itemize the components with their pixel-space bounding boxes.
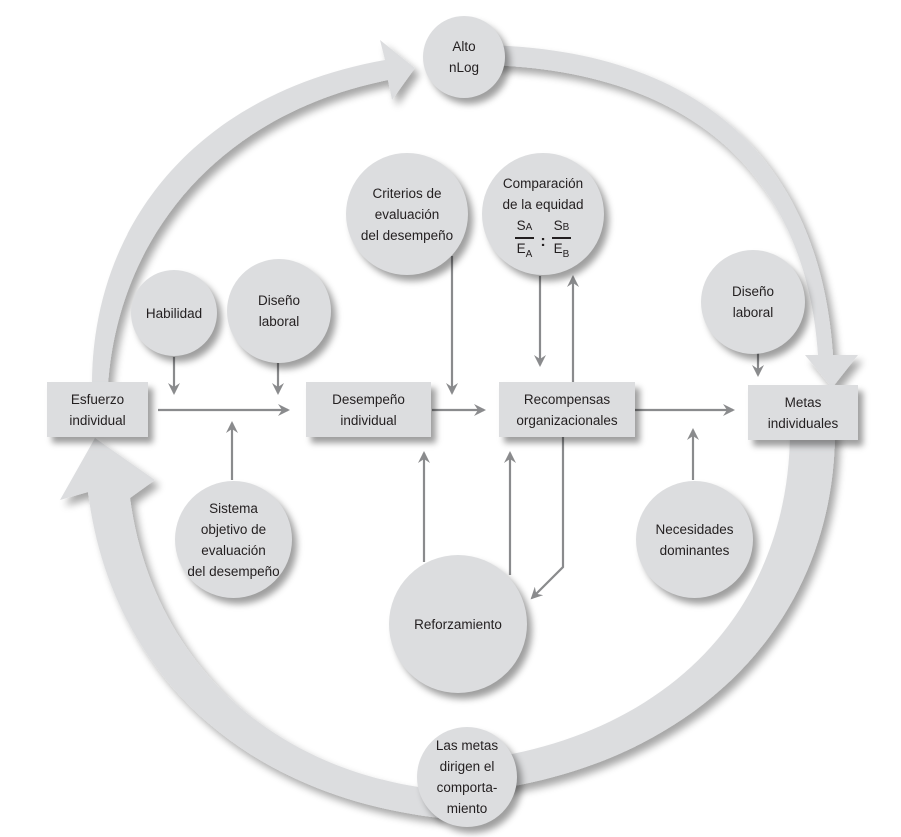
ratio-inputs-b: E	[553, 241, 563, 256]
equity-ratio: SA EA : SB EB	[514, 217, 572, 265]
node-label-line: individual	[69, 412, 126, 428]
node-label-line: Necesidades	[655, 521, 734, 537]
ratio-inputs-a: E	[516, 241, 526, 256]
node-job-design-right: Diseño laboral	[701, 250, 805, 354]
node-label-line: individual	[340, 412, 397, 428]
node-label-line: dirigen el	[439, 759, 495, 774]
node-label-line: de la equidad	[502, 197, 584, 212]
node-job-design-left: Diseño laboral	[227, 259, 331, 363]
node-label-line: Alto	[452, 39, 476, 54]
node-label-line: Desempeño	[332, 391, 405, 407]
node-dominant-needs: Necesidades dominantes	[636, 481, 753, 598]
node-objective-appraisal-system: Sistema objetivo de evaluación del desem…	[175, 481, 292, 598]
cycle-arrow-effort-to-nlog	[92, 40, 415, 385]
cycle-arrow-goals-to-effort-tail	[60, 438, 440, 818]
node-label-line: Habilidad	[145, 305, 203, 321]
node-individual-effort: Esfuerzo individual	[47, 382, 148, 437]
node-label-line: Sistema	[209, 500, 258, 516]
node-label-line: evaluación	[374, 206, 440, 222]
node-label-line: comporta-	[436, 780, 498, 795]
node-label-line: individuales	[767, 415, 839, 431]
node-label-line: Metas	[784, 394, 822, 410]
ratio-self: SA EA	[514, 217, 535, 265]
node-label-line: Recompensas	[523, 391, 611, 407]
ratio-outcomes-b: S	[553, 218, 563, 233]
node-individual-goals: Metas individuales	[748, 385, 858, 440]
node-reinforcement: Reforzamiento	[389, 555, 527, 693]
node-label-line: laboral	[732, 305, 774, 320]
node-label-line: objetivo de	[200, 521, 267, 537]
ratio-sub: B	[562, 222, 570, 233]
node-label-line: nLog	[448, 60, 480, 75]
node-label-line: organizacionales	[516, 412, 618, 428]
node-label-line: Las metas	[435, 738, 499, 753]
ratio-sub: A	[525, 222, 533, 233]
node-organizational-rewards: Recompensas organizacionales	[499, 382, 635, 437]
ratio-separator: :	[540, 232, 546, 250]
node-label-line: Comparación	[502, 176, 584, 191]
node-label-line: del desempeño	[187, 563, 280, 579]
node-label-line: del desempeño	[360, 227, 454, 243]
node-label-line: Reforzamiento	[414, 616, 502, 632]
ratio-sub: B	[562, 249, 570, 260]
ratio-outcomes-a: S	[516, 218, 526, 233]
node-label-line: evaluación	[201, 542, 266, 558]
node-label-line: dominantes	[659, 542, 730, 558]
node-label-line: Diseño	[731, 284, 775, 299]
node-performance-criteria: Criterios de evaluación del desempeño	[346, 153, 468, 275]
node-ability: Habilidad	[131, 270, 217, 356]
cycle-arrow-nlog-to-goals	[485, 45, 858, 388]
node-goals-direct-behavior: Las metas dirigen el comporta- miento	[417, 727, 517, 827]
node-individual-performance: Desempeño individual	[306, 382, 431, 437]
edge-rewards-to-reinforcement	[530, 437, 565, 600]
node-label-line: laboral	[258, 314, 300, 329]
node-label-line: Criterios de	[372, 185, 442, 201]
node-high-nach: Alto nLog	[423, 16, 505, 98]
node-label-line: Esfuerzo	[70, 391, 125, 407]
node-label-line: miento	[446, 801, 488, 816]
cycle-arrow-goals-to-effort	[490, 430, 835, 790]
ratio-sub: A	[525, 249, 533, 260]
node-equity-comparison: Comparación de la equidad SA EA : SB EB	[482, 153, 604, 275]
ratio-other: SB EB	[551, 217, 572, 265]
node-label-line: Diseño	[257, 293, 301, 308]
